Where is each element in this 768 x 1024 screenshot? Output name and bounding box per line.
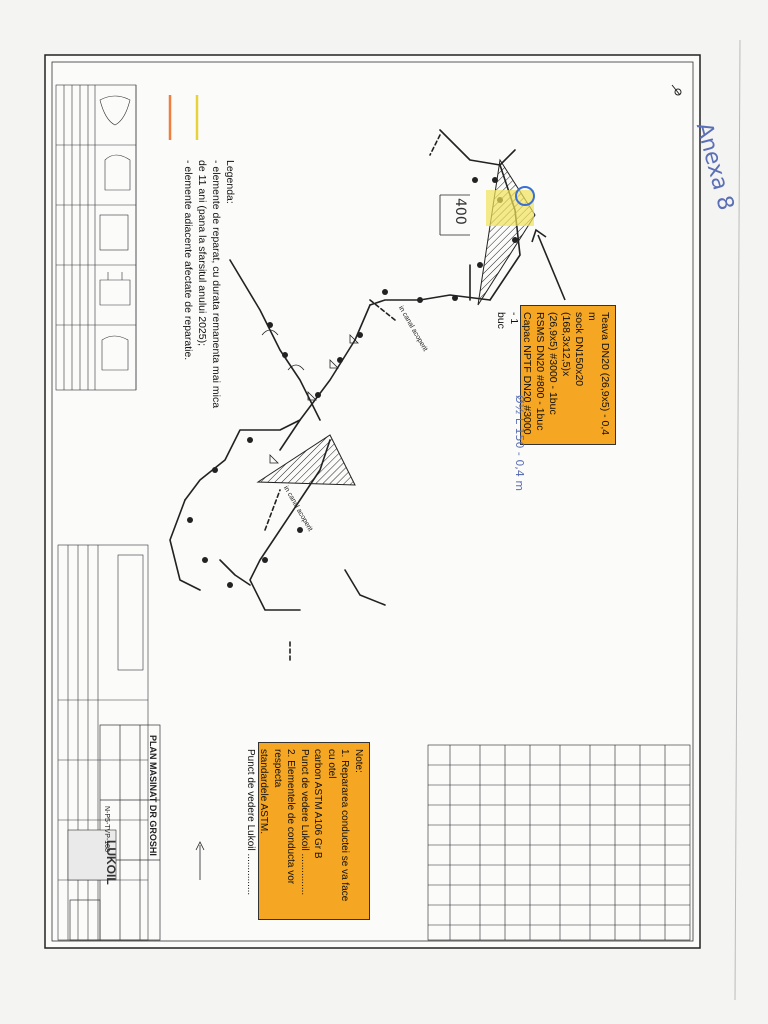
legend-title: Legenda:	[224, 160, 236, 204]
note-line-4: 2. Elementele de conducta vor respecta	[272, 749, 297, 885]
legend-item-1: - elemente de reparat, cu durata remanen…	[210, 160, 222, 409]
note-line-5: standardele ASTM.	[258, 749, 270, 835]
note-box: Note: 1. Repararea conductei se va face …	[245, 742, 370, 920]
note-line-2: carbon ASTM A106 Gr B	[312, 749, 324, 859]
note-title: Note:	[353, 749, 364, 773]
drawing-number: N-P5-TVP-108	[103, 806, 110, 852]
repair-line-4: RSMS DN20 #800 - 1buc	[534, 312, 546, 431]
repair-line-1: Teava DN20 (26,9x5) - 0,4 m	[586, 312, 611, 436]
repair-box: Teava DN20 (26,9x5) - 0,4 m sock DN150x2…	[495, 305, 616, 445]
legend-item-2: de 11 ani (pana la sfarsitul anului 2025…	[196, 160, 208, 347]
repair-line-2: sock DN150x20 (168,3x12,5)x	[560, 312, 585, 387]
dimension-label: 400	[452, 198, 468, 225]
legend-item-3: - elemente adiacente afectate de reparat…	[182, 160, 194, 361]
repair-line-6: buc	[495, 312, 507, 329]
note-line-3: Punct de vedere Lukoil ...............	[299, 749, 310, 896]
repair-handwritten: Ø½ L 150 - 0,4 m	[513, 395, 526, 492]
repair-line-3: (26,9x5) #3000 - 1buc	[547, 312, 559, 415]
note-line-1: 1. Repararea conductei se va face cu ote…	[326, 749, 351, 902]
drawing-title: PLAN MASINAT DR GROSHI	[148, 735, 158, 856]
note-line-6: Punct de vedere Lukoil ...............	[245, 749, 256, 896]
